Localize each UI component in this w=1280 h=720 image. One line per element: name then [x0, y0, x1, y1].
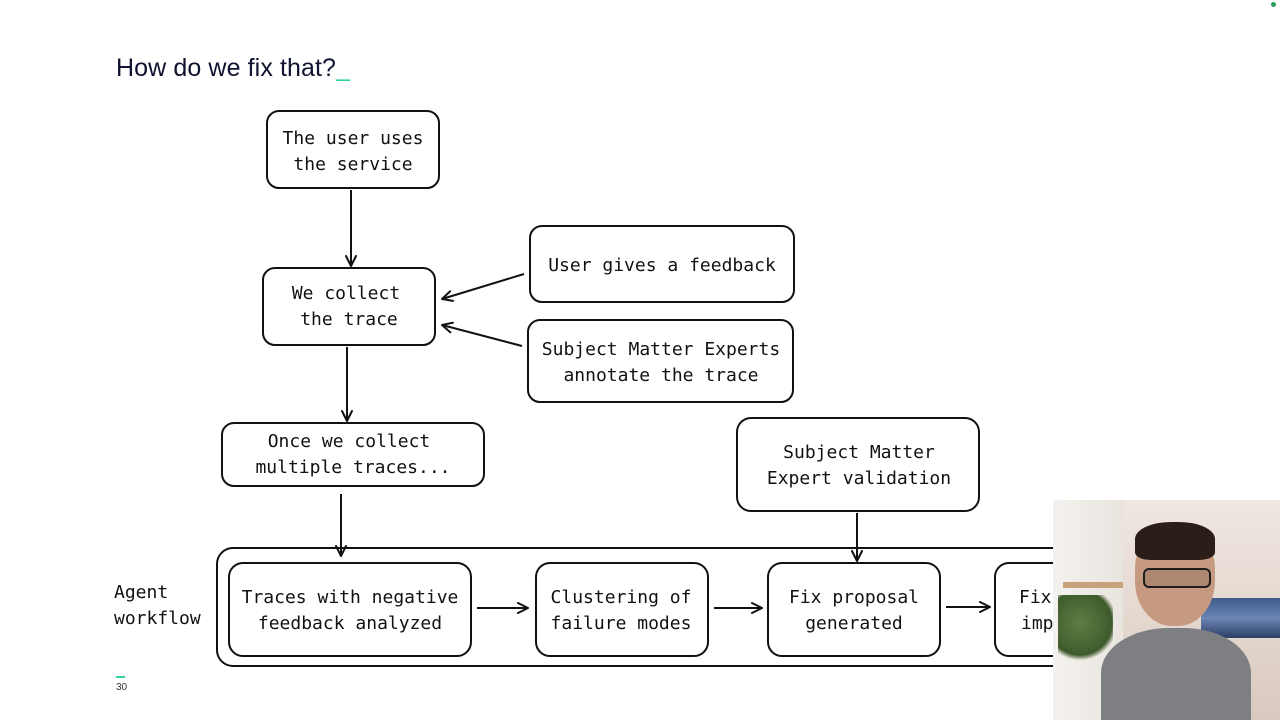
node-fix-cut-line1: Fix — [1019, 587, 1052, 608]
page-number-mark — [116, 676, 125, 678]
webcam-presenter-video — [1053, 500, 1280, 720]
node-fix-cut-line2: imp — [1021, 613, 1054, 634]
node-sme-validation-line2: Expert validation — [767, 468, 951, 489]
page-number: 30 — [116, 682, 128, 693]
node-sme-annotate: Subject Matter Experts annotate the trac… — [527, 319, 794, 403]
node-traces-negative-line2: feedback analyzed — [258, 613, 442, 634]
node-multiple-traces-line2: multiple traces... — [255, 457, 450, 478]
node-collect-trace-line2: the trace — [300, 309, 398, 330]
webcam-plant — [1058, 595, 1113, 665]
node-user-feedback-line1: User gives a feedback — [548, 255, 776, 276]
title-cursor: _ — [336, 54, 351, 82]
slide-title: How do we fix that?_ — [116, 54, 350, 83]
node-collect-trace-line1: We collect — [292, 283, 400, 304]
node-collect-trace: We collect the trace — [262, 267, 436, 346]
node-fix-proposal: Fix proposal generated — [767, 562, 941, 657]
node-user-uses-service-line1: The user uses — [283, 128, 424, 149]
presenter-body — [1101, 628, 1251, 720]
node-user-feedback: User gives a feedback — [529, 225, 795, 303]
agent-workflow-label-line2: workflow — [114, 608, 201, 629]
presenter-hair — [1135, 522, 1215, 560]
node-multiple-traces: Once we collect multiple traces... — [221, 422, 485, 487]
node-sme-annotate-line1: Subject Matter Experts — [542, 339, 780, 360]
node-user-uses-service-line2: the service — [293, 154, 412, 175]
node-multiple-traces-line1: Once we collect — [268, 431, 431, 452]
node-sme-annotate-line2: annotate the trace — [563, 365, 758, 386]
node-user-uses-service: The user uses the service — [266, 110, 440, 189]
webcam-shelf — [1063, 582, 1123, 588]
presenter-glasses — [1143, 568, 1211, 588]
edge-feedback-to-collect — [441, 273, 525, 302]
webcam-poster — [1201, 598, 1280, 638]
node-traces-negative-line1: Traces with negative — [242, 587, 459, 608]
node-clustering-line1: Clustering of — [551, 587, 692, 608]
recording-dot-icon — [1271, 2, 1276, 7]
node-sme-validation: Subject Matter Expert validation — [736, 417, 980, 512]
node-clustering-line2: failure modes — [551, 613, 692, 634]
slide-title-text: How do we fix that? — [116, 54, 337, 82]
node-fix-proposal-line2: generated — [805, 613, 903, 634]
agent-workflow-label-line1: Agent — [114, 582, 168, 603]
edge-sme-to-collect — [441, 321, 523, 347]
node-fix-proposal-line1: Fix proposal — [789, 587, 919, 608]
node-sme-validation-line1: Subject Matter — [783, 442, 935, 463]
node-traces-negative: Traces with negative feedback analyzed — [228, 562, 472, 657]
node-clustering: Clustering of failure modes — [535, 562, 709, 657]
